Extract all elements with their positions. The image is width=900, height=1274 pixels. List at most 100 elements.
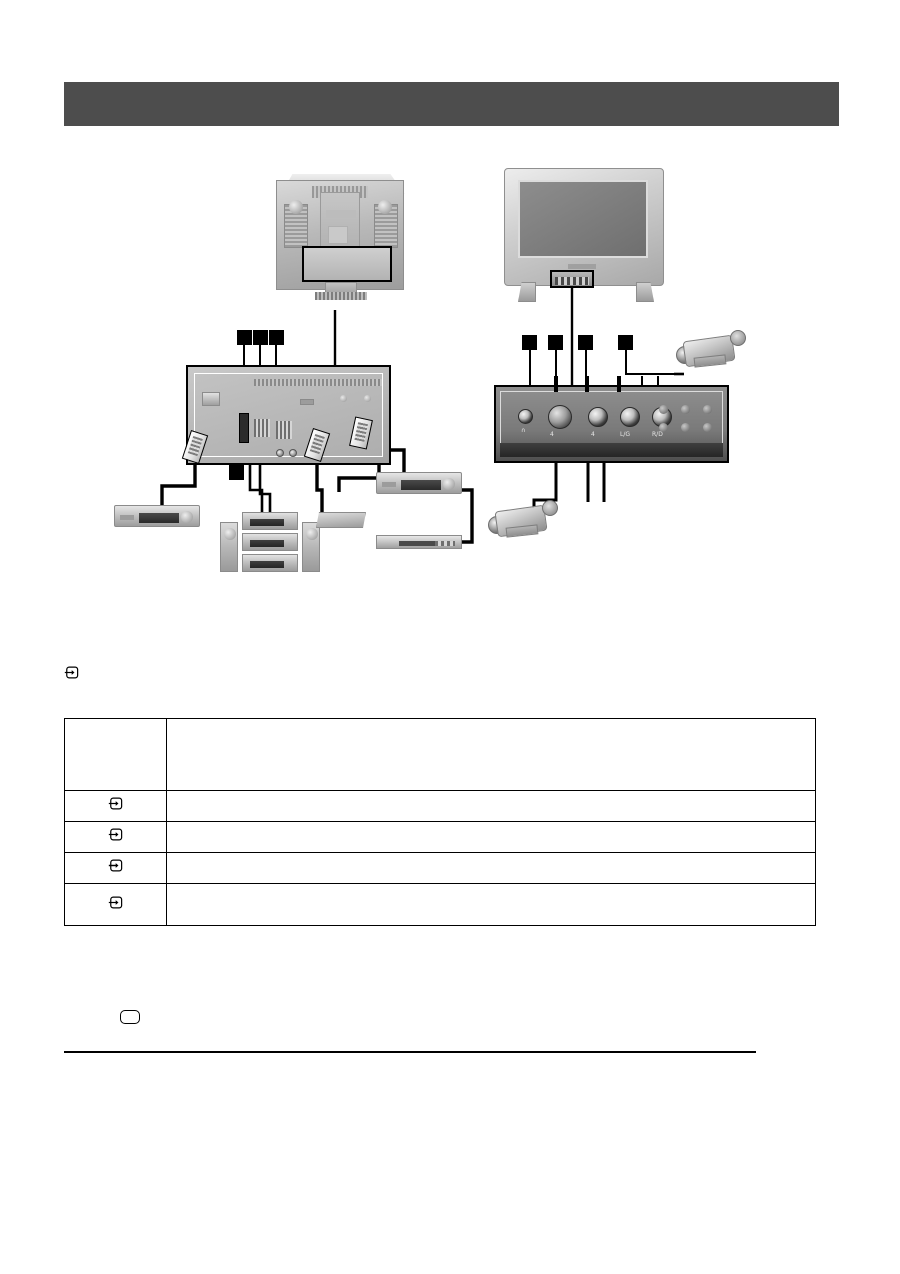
table-row	[64, 883, 816, 926]
jack-s-video-4-label: 4	[550, 431, 554, 438]
device-vcr-left	[114, 505, 200, 527]
rear-panel-screw-1	[340, 395, 347, 402]
jack-headphone	[518, 409, 533, 424]
speaker-right-cone	[306, 528, 318, 540]
plug-s-video	[554, 376, 558, 392]
section-header-bar	[64, 82, 839, 126]
input-source-icon	[108, 896, 123, 908]
tv-rear-boss-left	[289, 200, 303, 214]
vcr-left-dial	[181, 511, 193, 523]
device-dvd-player	[376, 535, 462, 549]
device-vcr-right	[376, 472, 462, 494]
table-cell-icon	[64, 790, 167, 822]
tv-front-av-panel-highlight	[550, 270, 594, 288]
device-speaker-left	[220, 522, 238, 572]
table-row	[64, 790, 816, 822]
table-row	[64, 852, 816, 884]
device-camcorder-bottom	[488, 498, 560, 544]
dvd-buttons	[435, 541, 455, 546]
audio-out-jack-right	[289, 449, 297, 457]
front-button-program-up[interactable]	[703, 405, 712, 414]
front-av-panel: ∩ 4 4 L/G R/D	[494, 385, 729, 463]
callout-front-4	[618, 335, 633, 350]
footer-divider	[64, 1051, 756, 1053]
vcr-left-front	[139, 513, 179, 523]
table-header-cell-description	[166, 718, 816, 791]
jack-video-4	[588, 407, 608, 427]
camcorder-bottom-viewfinder	[542, 500, 558, 516]
camcorder-top-grip	[693, 354, 727, 368]
input-source-icon	[108, 797, 123, 810]
table-header-row	[64, 718, 816, 791]
table-cell-icon	[64, 821, 167, 853]
device-camcorder-top	[676, 328, 748, 374]
jack-audio-right-label: R/D	[652, 431, 663, 438]
table-cell-description	[166, 852, 816, 884]
jack-audio-left-label: L/G	[620, 431, 631, 438]
front-button-menu[interactable]	[659, 405, 668, 414]
hifi-unit-tape	[242, 554, 298, 572]
rear-panel-screw-2	[364, 395, 371, 402]
camcorder-top-viewfinder	[730, 330, 746, 346]
callout-rear-2	[253, 330, 268, 345]
front-panel-button-row[interactable]	[659, 403, 717, 437]
scart-pins-1	[254, 419, 270, 437]
callout-front-3	[578, 335, 593, 350]
table-cell-description	[166, 821, 816, 853]
scart-pins-2	[276, 421, 292, 439]
input-source-icon	[108, 828, 123, 841]
dvd-tray	[399, 541, 435, 546]
audio-out-jack-left	[276, 449, 284, 457]
callout-front-2	[548, 335, 563, 350]
front-button-volume-up[interactable]	[681, 405, 690, 414]
tv-rear-brand-label	[326, 210, 356, 218]
rear-panel-slot	[300, 399, 314, 405]
jack-headphone-label: ∩	[521, 427, 526, 434]
front-button-source[interactable]	[659, 423, 668, 432]
plug-video	[585, 376, 589, 392]
tv-screen	[518, 180, 648, 258]
tv-rear-boss-right	[378, 200, 392, 214]
table-cell-icon	[64, 883, 167, 926]
tv-rear-stand-base	[315, 292, 367, 300]
front-button-volume-down[interactable]	[681, 423, 690, 432]
hifi-unit-cd	[242, 512, 298, 530]
tv-front-brand-label	[568, 264, 596, 269]
table-row	[64, 821, 816, 853]
speaker-left-cone	[224, 528, 236, 540]
hifi-unit-amp	[242, 533, 298, 551]
input-source-icon	[108, 859, 123, 872]
tv-rear-connector-panel-highlight	[302, 246, 392, 282]
rear-connector-panel	[186, 365, 391, 465]
table-cell-description	[166, 790, 816, 822]
jack-audio-left	[620, 407, 640, 427]
camcorder-bottom-grip	[505, 524, 539, 538]
callout-rear-3	[269, 330, 284, 345]
note-block	[120, 1008, 820, 1026]
plug-audio	[617, 376, 621, 392]
table-header-cell-symbol	[64, 718, 167, 791]
aerial-socket	[202, 392, 220, 406]
table-cell-description	[166, 883, 816, 926]
front-button-program-down[interactable]	[703, 423, 712, 432]
device-set-top-box	[316, 512, 366, 528]
tv-rear-illustration	[270, 174, 410, 304]
vcr-right-front	[401, 480, 441, 490]
callout-front-1	[522, 335, 537, 350]
tv-front-av-jacks	[555, 277, 589, 285]
front-panel-lower-strip	[500, 443, 723, 457]
callout-rear-1	[237, 330, 252, 345]
callout-rear-audio-out	[229, 465, 244, 480]
device-hifi-system	[242, 512, 298, 574]
note-icon	[120, 1010, 140, 1024]
vcr-right-display	[382, 482, 396, 487]
connection-diagram: ∩ 4 4 L/G R/D	[64, 160, 839, 590]
jack-video-4-label: 4	[591, 431, 595, 438]
input-source-icon	[64, 666, 79, 684]
rear-panel-vent	[254, 379, 382, 386]
table-cell-icon	[64, 852, 167, 884]
device-speaker-right	[302, 522, 320, 572]
vcr-right-dial	[443, 478, 455, 490]
scart-socket-1	[239, 413, 249, 443]
